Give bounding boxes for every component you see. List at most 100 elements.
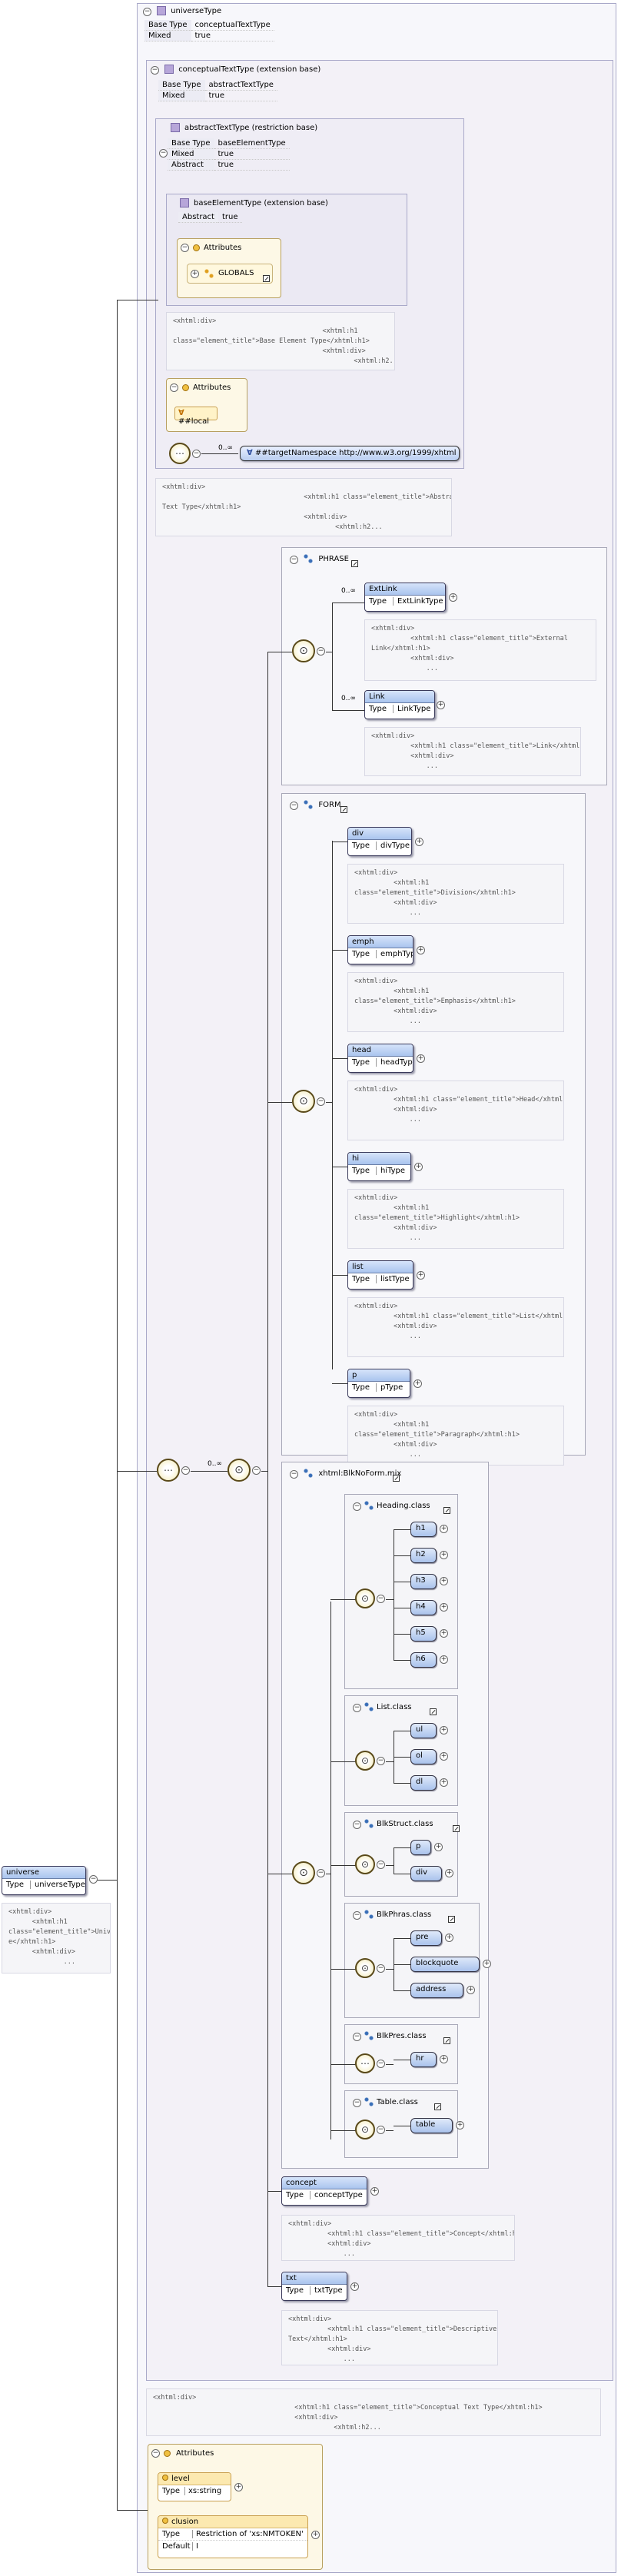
- expand-icon[interactable]: +: [414, 1163, 423, 1171]
- element-h1[interactable]: h1: [410, 1522, 437, 1537]
- any-attribute-local[interactable]: ∀ ##local: [174, 407, 218, 426]
- collapse-icon[interactable]: −: [159, 149, 168, 158]
- collapse-icon[interactable]: −: [317, 647, 325, 656]
- collapse-icon[interactable]: −: [290, 802, 298, 810]
- element-p[interactable]: p: [410, 1840, 431, 1855]
- element-div[interactable]: div: [410, 1866, 442, 1881]
- collapse-icon[interactable]: −: [353, 2033, 361, 2041]
- element-hr[interactable]: hr: [410, 2052, 437, 2067]
- blknoform-choice-node[interactable]: ⊙: [292, 1861, 315, 1884]
- collapse-icon[interactable]: −: [377, 1861, 385, 1869]
- expand-icon[interactable]: +: [413, 1379, 422, 1388]
- subgroup-5-node[interactable]: ⊙: [355, 2120, 375, 2139]
- expand-icon[interactable]: +: [445, 1934, 453, 1942]
- expand-icon[interactable]: +: [415, 838, 423, 846]
- subgroup-1-node[interactable]: ⊙: [355, 1751, 375, 1771]
- subgroup-0-node[interactable]: ⊙: [355, 1588, 375, 1608]
- collapse-icon[interactable]: −: [89, 1875, 98, 1884]
- subgroup-4-node[interactable]: ⋯: [355, 2053, 375, 2073]
- expand-icon[interactable]: +: [440, 1655, 448, 1664]
- collapse-icon[interactable]: −: [377, 1595, 385, 1603]
- main-sequence-node[interactable]: ⋯: [157, 1459, 180, 1482]
- expand-icon[interactable]: +: [434, 1843, 443, 1851]
- collapse-icon[interactable]: −: [181, 244, 189, 252]
- expand-icon[interactable]: +: [370, 2187, 379, 2196]
- expand-icon[interactable]: +: [311, 2531, 320, 2539]
- expand-icon[interactable]: +: [440, 1525, 448, 1533]
- expand-icon[interactable]: +: [417, 1271, 425, 1280]
- form-choice-node[interactable]: ⊙: [292, 1090, 315, 1113]
- expand-icon[interactable]: +: [445, 1869, 453, 1877]
- expand-icon[interactable]: +: [417, 946, 425, 954]
- expand-icon[interactable]: +: [483, 1960, 491, 1968]
- main-choice-node[interactable]: ⊙: [227, 1459, 251, 1482]
- collapse-icon[interactable]: −: [290, 556, 298, 564]
- any-element-namespace[interactable]: ∀ ##targetNamespace http://www.w3.org/19…: [240, 446, 460, 461]
- expand-icon[interactable]: +: [467, 1986, 475, 1994]
- expand-icon[interactable]: +: [440, 1603, 448, 1612]
- subgroup-3-node[interactable]: ⊙: [355, 1958, 375, 1978]
- element-pre[interactable]: pre: [410, 1930, 442, 1946]
- element-address[interactable]: address: [410, 1983, 463, 1998]
- expand-icon[interactable]: +: [437, 701, 445, 709]
- expand-icon[interactable]: +: [456, 2121, 464, 2130]
- expand-icon[interactable]: +: [440, 1726, 448, 1734]
- collapse-icon[interactable]: −: [377, 2126, 385, 2134]
- collapse-icon[interactable]: −: [192, 450, 201, 458]
- element-h6[interactable]: h6: [410, 1652, 437, 1668]
- collapse-icon[interactable]: −: [252, 1466, 261, 1475]
- expand-icon[interactable]: +: [440, 2055, 448, 2063]
- collapse-icon[interactable]: −: [317, 1097, 325, 1106]
- element-table[interactable]: table: [410, 2118, 453, 2133]
- collapse-icon[interactable]: −: [143, 8, 151, 16]
- element-h2[interactable]: h2: [410, 1548, 437, 1563]
- collapse-icon[interactable]: −: [353, 1704, 361, 1712]
- element-ol[interactable]: ol: [410, 1749, 437, 1764]
- collapse-icon[interactable]: −: [353, 1821, 361, 1829]
- subgroup-2-node[interactable]: ⊙: [355, 1854, 375, 1874]
- collapse-icon[interactable]: −: [170, 383, 178, 392]
- collapse-icon[interactable]: −: [181, 1466, 190, 1475]
- expand-icon[interactable]: +: [440, 1551, 448, 1559]
- form-element-emph[interactable]: emph TypeemphType: [347, 935, 413, 964]
- expand-icon[interactable]: +: [440, 1778, 448, 1787]
- expand-icon[interactable]: +: [350, 2282, 359, 2291]
- element-h4[interactable]: h4: [410, 1600, 437, 1615]
- collapse-icon[interactable]: −: [377, 2060, 385, 2068]
- expand-icon[interactable]: +: [417, 1054, 425, 1063]
- element-dl[interactable]: dl: [410, 1775, 437, 1791]
- collapse-icon[interactable]: −: [353, 1911, 361, 1920]
- collapse-icon[interactable]: −: [377, 1757, 385, 1765]
- form-element-head[interactable]: head TypeheadType: [347, 1044, 413, 1073]
- any-sequence-node[interactable]: ⋯: [169, 443, 191, 464]
- collapse-icon[interactable]: −: [353, 1502, 361, 1511]
- expand-icon[interactable]: +: [440, 1629, 448, 1638]
- expand-icon[interactable]: +: [440, 1752, 448, 1761]
- collapse-icon[interactable]: −: [151, 2449, 160, 2458]
- element-h3[interactable]: h3: [410, 1574, 437, 1589]
- expand-icon[interactable]: +: [191, 270, 199, 278]
- expand-icon[interactable]: +: [440, 1577, 448, 1585]
- collapse-icon[interactable]: −: [377, 1964, 385, 1973]
- collapse-icon[interactable]: −: [290, 1470, 298, 1479]
- collapse-icon[interactable]: −: [151, 66, 159, 75]
- globals-group[interactable]: + GLOBALS: [187, 264, 273, 284]
- expand-icon[interactable]: +: [449, 593, 457, 602]
- element-blockquote[interactable]: blockquote: [410, 1957, 480, 1972]
- phrase-choice-node[interactable]: ⊙: [292, 639, 315, 662]
- collapse-icon[interactable]: −: [317, 1869, 325, 1877]
- expand-icon[interactable]: +: [234, 2483, 243, 2491]
- element-ul[interactable]: ul: [410, 1723, 437, 1738]
- element-h5[interactable]: h5: [410, 1626, 437, 1642]
